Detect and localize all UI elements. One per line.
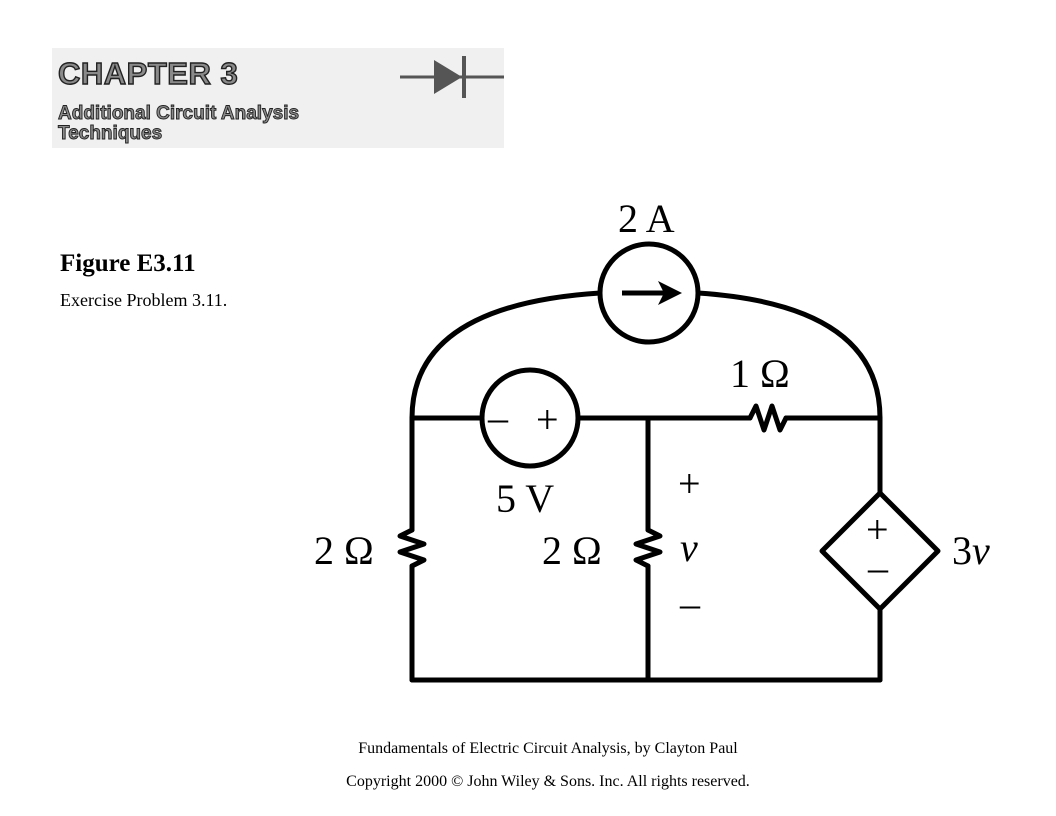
footer-attribution: Fundamentals of Electric Circuit Analysi… — [358, 740, 738, 757]
chapter-subtitle-line1: Additional Circuit Analysis — [58, 103, 300, 124]
current-arrow-icon — [622, 281, 682, 305]
v-plus: + — [678, 461, 701, 506]
figure-title: Figure E3.11 — [60, 250, 196, 277]
figure-caption: Exercise Problem 3.11. — [60, 290, 228, 310]
dep-var: v — [972, 528, 990, 573]
v-minus: – — [679, 581, 701, 626]
resistor-left-2ohm — [397, 527, 427, 569]
top-arc-left — [409, 290, 603, 421]
chapter-header: CHAPTER 3 Additional Circuit Analysis Te… — [52, 48, 504, 148]
voltage-source-label: 5 V — [496, 476, 554, 521]
current-source-label: 2 A — [618, 196, 675, 241]
current-source — [597, 241, 701, 345]
chapter-subtitle: Additional Circuit Analysis Techniques — [58, 103, 438, 144]
chapter-title: CHAPTER 3 — [57, 55, 239, 91]
top-arc-right — [695, 290, 883, 421]
vsource-plus: + — [536, 397, 559, 442]
resistor-1ohm — [747, 403, 789, 433]
resistor-mid-2ohm — [633, 527, 663, 569]
resistor-left-label: 2 Ω — [314, 528, 374, 573]
dep-source-plus: + — [866, 507, 889, 552]
voltage-source — [479, 367, 581, 469]
dep-source-label: 3v — [952, 528, 990, 573]
vsource-minus: – — [487, 395, 509, 440]
dep-source-minus: – — [867, 545, 889, 590]
v-label: v — [680, 525, 698, 570]
resistor-mid-label: 2 Ω — [542, 528, 602, 573]
resistor-top-label: 1 Ω — [730, 351, 790, 396]
diode-icon — [400, 56, 504, 98]
footer-copyright: Copyright 2000 © John Wiley & Sons. Inc.… — [346, 773, 750, 790]
dep-coef: 3 — [952, 528, 972, 573]
chapter-subtitle-line2: Techniques — [58, 123, 163, 144]
circuit-diagram: 2 A 1 Ω – + 5 V 2 Ω 2 Ω + v – + – 3v — [314, 196, 990, 683]
